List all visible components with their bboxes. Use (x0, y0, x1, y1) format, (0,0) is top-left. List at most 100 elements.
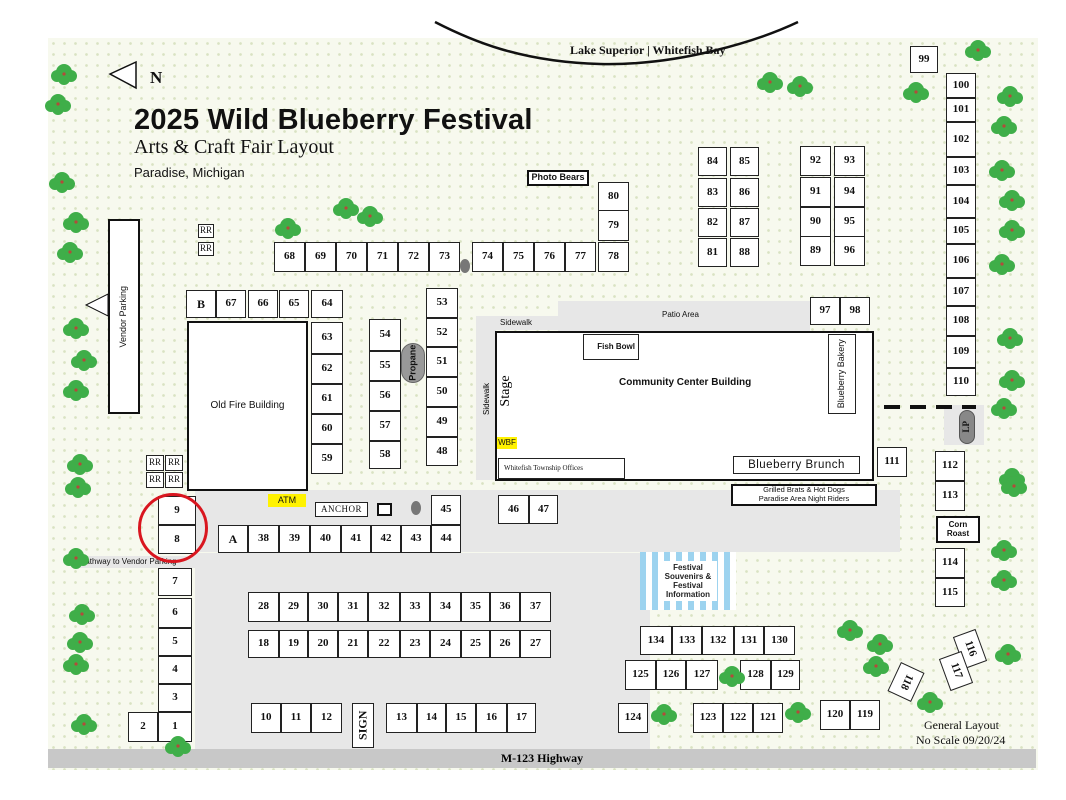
booth-17: 17 (507, 703, 536, 733)
booth-87: 87 (730, 208, 759, 237)
booth-65: 65 (279, 290, 309, 318)
booth-60: 60 (311, 414, 343, 444)
booth-34: 34 (430, 592, 461, 622)
fish-bowl: Fish Bowl (583, 334, 639, 360)
sidewalk-top (476, 316, 558, 330)
booth-44: 44 (431, 525, 461, 553)
booth-49: 49 (426, 407, 458, 437)
booth-46: 46 (498, 495, 529, 524)
booth-40: 40 (310, 525, 341, 553)
booth-101: 101 (946, 98, 976, 122)
corn-roast: Corn Roast (936, 516, 980, 543)
booth-12: 12 (311, 703, 342, 733)
stage-label: Stage (498, 375, 513, 407)
grilled-brats-stand: Grilled Brats & Hot Dogs Paradise Area N… (731, 484, 877, 506)
booth-55: 55 (369, 351, 401, 381)
propane-label: Propane (407, 344, 418, 382)
booth-120: 120 (820, 700, 850, 730)
booth-27: 27 (520, 630, 551, 658)
booth-31: 31 (338, 592, 368, 622)
booth-22: 22 (368, 630, 400, 658)
booth-59: 59 (311, 444, 343, 474)
north-label: N (150, 68, 163, 87)
booth-10: 10 (251, 703, 281, 733)
atm-sign: ATM (268, 494, 306, 507)
vendor-parking-label: Vendor Parking (118, 285, 129, 348)
booth-102: 102 (946, 122, 976, 157)
map-subtitle: Arts & Craft Fair Layout (134, 136, 334, 158)
booth-100: 100 (946, 73, 976, 98)
booth-38: 38 (248, 525, 279, 553)
restroom-3: RR (146, 455, 164, 471)
booth-6: 6 (158, 598, 192, 628)
booth-50: 50 (426, 377, 458, 407)
booth-33: 33 (400, 592, 430, 622)
booth-124: 124 (618, 703, 648, 733)
booth-78: 78 (598, 242, 629, 272)
booth-54: 54 (369, 319, 401, 351)
booth-126: 126 (656, 660, 686, 690)
booth-64: 64 (311, 290, 343, 318)
highlight-circle (138, 493, 208, 563)
booth-51: 51 (426, 347, 458, 377)
booth-73: 73 (429, 242, 460, 272)
small-box (377, 503, 392, 516)
booth-115: 115 (935, 578, 965, 607)
old-fire-building: Old Fire Building (187, 321, 308, 491)
m123-highway: M-123 Highway (48, 749, 1036, 768)
booth-21: 21 (338, 630, 368, 658)
booth-91: 91 (800, 177, 831, 207)
booth-62: 62 (311, 354, 343, 384)
booth-68: 68 (274, 242, 305, 272)
booth-121: 121 (753, 703, 783, 733)
booth-89: 89 (800, 236, 831, 266)
vendor-parking: Vendor Parking (108, 219, 140, 414)
booth-5: 5 (158, 628, 192, 656)
sidewalk-side (476, 330, 496, 480)
booth-97: 97 (810, 297, 840, 325)
booth-18: 18 (248, 630, 279, 658)
booth-29: 29 (279, 592, 308, 622)
booth-84: 84 (698, 147, 727, 176)
booth-75: 75 (503, 242, 534, 272)
scale-note-2: No Scale 09/20/24 (916, 733, 1006, 747)
booth-96: 96 (834, 236, 865, 266)
map-place: Paradise, Michigan (134, 165, 245, 180)
booth-127: 127 (686, 660, 718, 690)
scale-note-1: General Layout (924, 718, 999, 732)
booth-1: 1 (158, 712, 192, 742)
booth-79: 79 (598, 210, 629, 241)
restroom-2: RR (198, 242, 214, 256)
booth-3: 3 (158, 684, 192, 712)
booth-66: 66 (248, 290, 278, 318)
booth-81: 81 (698, 238, 727, 267)
booth-2: 2 (128, 712, 158, 742)
booth-20: 20 (308, 630, 338, 658)
blueberry-bakery-label: Blueberry Bakery (836, 339, 847, 409)
booth-95: 95 (834, 207, 865, 237)
restroom-4: RR (165, 455, 183, 471)
booth-72: 72 (398, 242, 429, 272)
booth-69: 69 (305, 242, 336, 272)
sign-box: SIGN (352, 703, 374, 748)
booth-111: 111 (877, 447, 907, 477)
anchor-sign: ANCHOR (315, 502, 368, 517)
booth-63: 63 (311, 322, 343, 354)
booth-14: 14 (417, 703, 446, 733)
booth-99: 99 (910, 46, 938, 73)
booth-88: 88 (730, 238, 759, 267)
booth-94: 94 (834, 177, 865, 207)
booth-57: 57 (369, 411, 401, 441)
booth-52: 52 (426, 318, 458, 347)
sidewalk-top-label: Sidewalk (500, 318, 533, 327)
booth-7: 7 (158, 568, 192, 596)
lp-label: LP (961, 421, 972, 433)
booth-a: A (218, 525, 248, 553)
sign-label: SIGN (355, 710, 370, 741)
booth-132: 132 (702, 626, 734, 655)
booth-128: 128 (740, 660, 771, 690)
booth-32: 32 (368, 592, 400, 622)
booth-4: 4 (158, 656, 192, 684)
grilled-brats-label: Grilled Brats & Hot Dogs (763, 485, 845, 495)
booth-61: 61 (311, 384, 343, 414)
